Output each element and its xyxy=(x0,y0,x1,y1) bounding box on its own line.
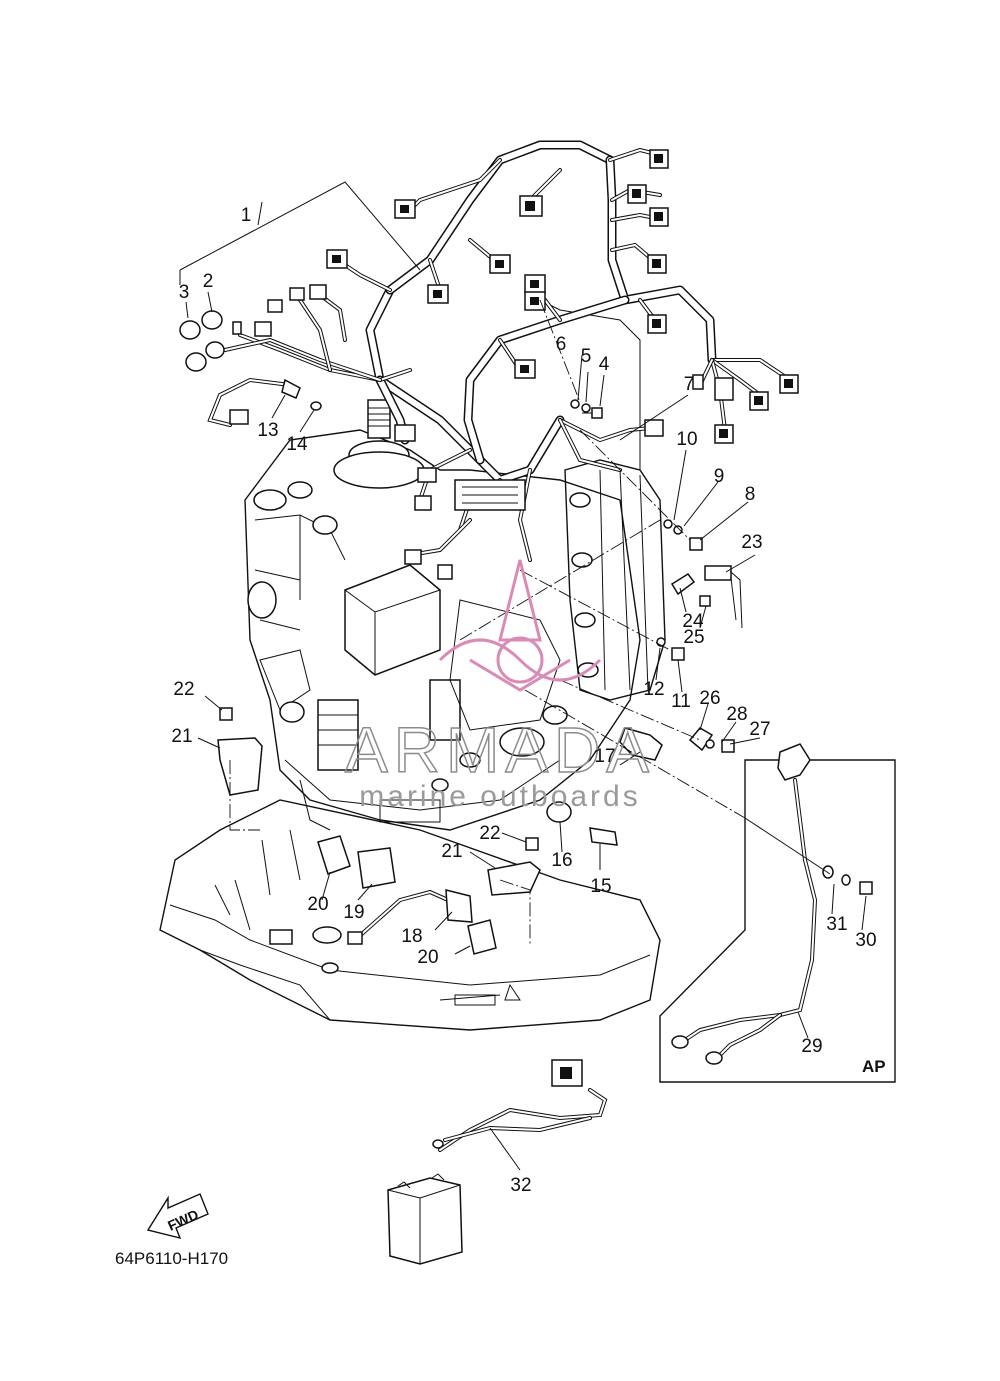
callout-10: 10 xyxy=(676,429,697,450)
callout-22-left: 22 xyxy=(173,679,194,700)
callout-17: 17 xyxy=(594,746,615,767)
fwd-label: FWD xyxy=(165,1206,201,1234)
watermark: ARMADA marine outboards xyxy=(344,559,655,813)
callout-5: 5 xyxy=(581,346,592,367)
callout-27: 27 xyxy=(749,719,770,740)
callout-14: 14 xyxy=(286,434,308,455)
callout-21-left: 21 xyxy=(171,726,192,747)
bottom-cowling xyxy=(159,799,661,1031)
callout-22-right: 22 xyxy=(479,823,500,844)
callout-20-left: 20 xyxy=(307,894,328,915)
callout-25: 25 xyxy=(683,627,704,648)
inset-label: AP xyxy=(862,1057,886,1076)
callout-1: 1 xyxy=(241,205,252,226)
leader-lines xyxy=(179,181,867,1171)
callout-32: 32 xyxy=(510,1175,531,1196)
watermark-tagline: marine outboards xyxy=(359,780,640,813)
callout-11: 11 xyxy=(671,691,691,712)
diagram-code: 64P6110-H170 xyxy=(115,1249,228,1268)
callout-12: 12 xyxy=(643,679,664,700)
callout-6: 6 xyxy=(556,334,567,355)
callout-18: 18 xyxy=(401,926,422,947)
callout-numbers: 1 2 3 4 5 6 7 8 9 10 11 12 13 14 15 16 1… xyxy=(171,205,876,1196)
powerhead-block xyxy=(244,399,641,831)
harness-connectors xyxy=(179,149,799,580)
forward-arrow: FWD xyxy=(146,1193,209,1240)
inset-panel-ap xyxy=(659,743,896,1083)
watermark-brand: ARMADA xyxy=(345,714,655,786)
main-wire-harness xyxy=(207,140,792,562)
assembly-lines xyxy=(229,299,746,945)
callout-31: 31 xyxy=(826,914,847,935)
callout-2: 2 xyxy=(203,271,214,292)
callout-28: 28 xyxy=(726,704,747,725)
callout-8: 8 xyxy=(745,484,756,505)
callout-30: 30 xyxy=(855,930,876,951)
callout-7: 7 xyxy=(684,374,695,395)
callout-23: 23 xyxy=(741,532,762,553)
hardware-parts xyxy=(217,378,743,955)
callout-4: 4 xyxy=(599,354,610,375)
callout-21-right: 21 xyxy=(441,841,462,862)
callout-16: 16 xyxy=(551,850,572,871)
callout-26: 26 xyxy=(699,688,720,709)
callout-13: 13 xyxy=(257,420,278,441)
callout-19: 19 xyxy=(343,902,364,923)
callout-24: 24 xyxy=(682,611,704,632)
callout-20-right: 20 xyxy=(417,947,438,968)
watermark-logo xyxy=(438,559,602,692)
callout-9: 9 xyxy=(714,466,725,487)
battery-and-cable xyxy=(387,1059,608,1265)
callout-29: 29 xyxy=(801,1036,822,1057)
callout-15: 15 xyxy=(590,876,611,897)
callout-3: 3 xyxy=(179,282,190,303)
